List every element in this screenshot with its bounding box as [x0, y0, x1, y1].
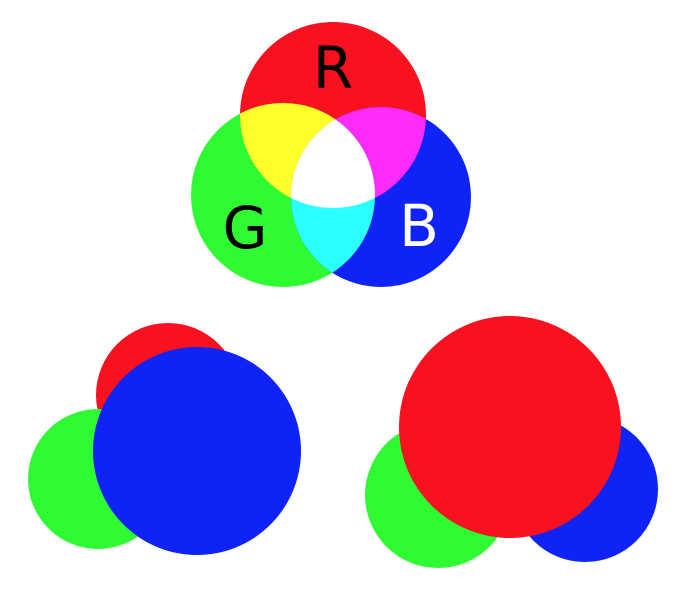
opaque-stack-red-top [365, 316, 658, 568]
label-b: B [399, 192, 439, 260]
label-r: R [313, 34, 353, 102]
opaque-stack-blue-top [28, 323, 301, 555]
additive-mix-diagram: R G B [191, 22, 471, 287]
white-center-overlap [291, 107, 375, 208]
stack2-red-circle [399, 316, 621, 538]
label-g: G [223, 194, 268, 262]
stack1-blue-circle [93, 347, 301, 555]
